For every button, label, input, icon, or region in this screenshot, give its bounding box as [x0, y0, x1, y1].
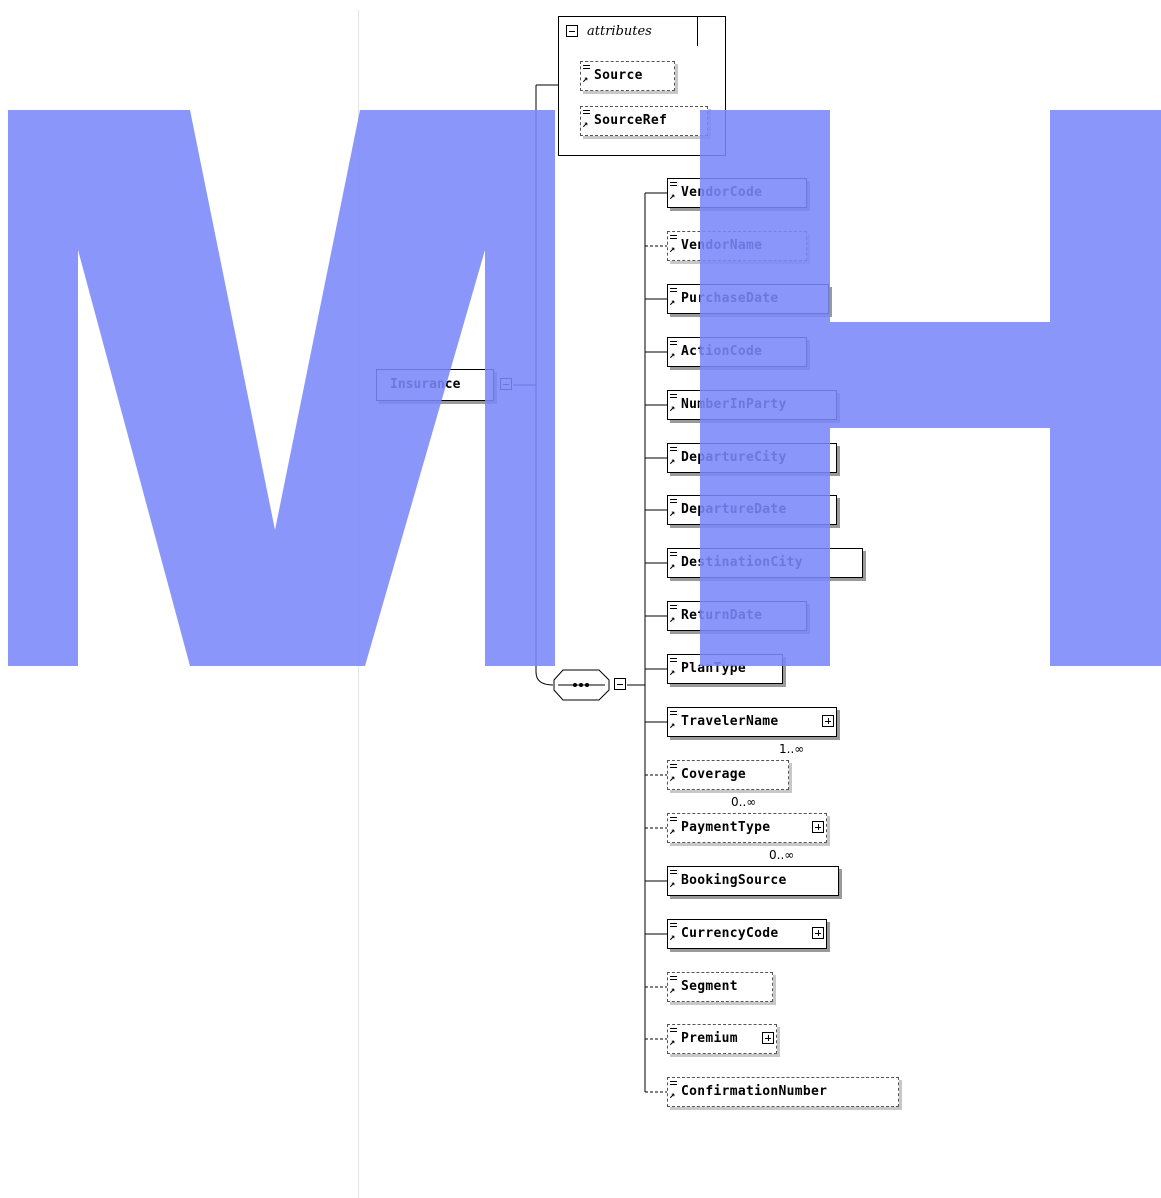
- reference-icon: [669, 870, 679, 892]
- reference-icon: [582, 110, 592, 132]
- reference-icon: [669, 711, 679, 733]
- element-destinationcity[interactable]: DestinationCity: [667, 548, 863, 578]
- reference-icon: [669, 976, 679, 998]
- reference-icon: [582, 65, 592, 87]
- element-label: DepartureCity: [681, 450, 787, 465]
- element-label: ActionCode: [681, 344, 763, 359]
- occurrence-label: 0..∞: [769, 848, 795, 862]
- reference-icon: [669, 764, 679, 786]
- reference-icon: [669, 1081, 679, 1103]
- reference-icon: [669, 1028, 679, 1050]
- element-label: VendorCode: [681, 185, 763, 200]
- element-label: PurchaseDate: [681, 291, 779, 306]
- element-label: Premium: [681, 1031, 738, 1046]
- element-plantype[interactable]: PlanType: [667, 654, 783, 684]
- element-departurecity[interactable]: DepartureCity: [667, 443, 837, 473]
- element-label: ReturnDate: [681, 608, 763, 623]
- element-bookingsource[interactable]: BookingSource: [667, 866, 839, 896]
- attribute-source[interactable]: Source: [580, 61, 675, 91]
- element-label: Coverage: [681, 767, 747, 782]
- occurrence-label: 1..∞: [779, 742, 805, 756]
- sequence-shape: [553, 669, 610, 701]
- collapse-root-icon[interactable]: [500, 378, 512, 390]
- expand-icon[interactable]: [762, 1032, 774, 1044]
- element-label: DestinationCity: [681, 555, 803, 570]
- element-label: Segment: [681, 979, 738, 994]
- element-premium[interactable]: Premium: [667, 1024, 777, 1054]
- occurrence-label: 0..∞: [731, 795, 757, 809]
- collapse-sequence-icon[interactable]: [614, 678, 626, 690]
- reference-icon: [669, 552, 679, 574]
- element-vendorcode[interactable]: VendorCode: [667, 178, 807, 208]
- element-label: TravelerName: [681, 714, 779, 729]
- reference-icon: [669, 923, 679, 945]
- element-paymenttype[interactable]: PaymentType: [667, 813, 830, 846]
- expand-icon[interactable]: [822, 715, 834, 727]
- attributes-header[interactable]: attributes: [558, 16, 698, 46]
- element-actioncode[interactable]: ActionCode: [667, 337, 807, 367]
- attribute-label: SourceRef: [594, 113, 668, 128]
- reference-icon: [669, 499, 679, 521]
- element-returndate[interactable]: ReturnDate: [667, 601, 807, 631]
- attribute-sourceref[interactable]: SourceRef: [580, 106, 708, 136]
- element-coverage[interactable]: Coverage: [667, 760, 792, 793]
- expand-icon[interactable]: [812, 821, 824, 833]
- reference-icon: [669, 182, 679, 204]
- element-confirmationnumber[interactable]: ConfirmationNumber: [667, 1077, 899, 1107]
- sequence-compositor[interactable]: [553, 669, 611, 701]
- element-segment[interactable]: Segment: [667, 972, 773, 1002]
- reference-icon: [669, 235, 679, 257]
- reference-icon: [669, 658, 679, 680]
- attributes-title: attributes: [587, 24, 652, 39]
- attribute-label: Source: [594, 68, 643, 83]
- element-label: NumberInParty: [681, 397, 787, 412]
- element-label: VendorName: [681, 238, 763, 253]
- element-label: DepartureDate: [681, 502, 787, 517]
- element-label: CurrencyCode: [681, 926, 779, 941]
- reference-icon: [669, 605, 679, 627]
- element-label: PlanType: [681, 661, 747, 676]
- reference-icon: [669, 394, 679, 416]
- reference-icon: [669, 447, 679, 469]
- reference-icon: [669, 288, 679, 310]
- element-travelername[interactable]: TravelerName: [667, 707, 840, 740]
- element-departuredate[interactable]: DepartureDate: [667, 495, 837, 525]
- expand-icon[interactable]: [812, 927, 824, 939]
- element-label: PaymentType: [681, 820, 771, 835]
- element-label: BookingSource: [681, 873, 787, 888]
- collapse-attributes-icon[interactable]: [566, 25, 578, 37]
- element-currencycode[interactable]: CurrencyCode: [667, 919, 827, 949]
- element-purchasedate[interactable]: PurchaseDate: [667, 284, 829, 314]
- element-vendorname[interactable]: VendorName: [667, 231, 807, 261]
- root-element-insurance[interactable]: Insurance: [376, 369, 494, 401]
- reference-icon: [669, 817, 679, 839]
- element-numberinparty[interactable]: NumberInParty: [667, 390, 837, 420]
- element-label: ConfirmationNumber: [681, 1084, 828, 1099]
- root-label: Insurance: [390, 377, 461, 392]
- reference-icon: [669, 341, 679, 363]
